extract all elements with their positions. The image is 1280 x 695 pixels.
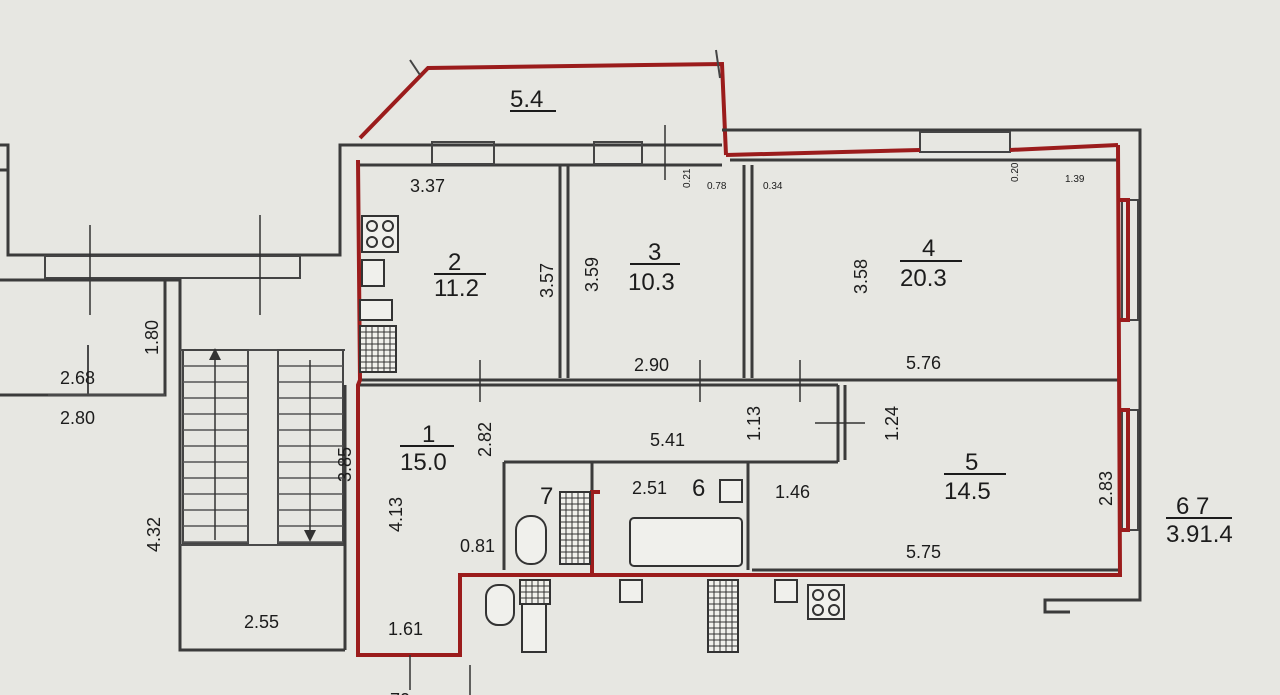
washbasin-icon: [619, 579, 643, 603]
dim-room1-side: 4.13: [386, 497, 406, 532]
stove-icon: [361, 215, 399, 253]
counter-icon: [359, 299, 393, 321]
room-6-number: 6: [692, 475, 705, 502]
dim-stair-w1: 2.68: [60, 368, 95, 388]
dim-entry-width: 1.61: [388, 619, 423, 639]
dim-room4-height: 3.58: [851, 259, 871, 294]
dim-room5-width: 5.75: [906, 542, 941, 562]
dim-room3-width: 2.90: [634, 355, 669, 375]
room-3-area: 10.3: [628, 269, 675, 296]
dim-stair-h1: 1.80: [142, 320, 162, 355]
grid-lines: [360, 326, 396, 372]
room-5-number: 5: [965, 449, 978, 476]
dim-wc-width: 0.81: [460, 536, 495, 556]
room-2-area: 11.2: [434, 275, 479, 302]
dim-small-c: 1.39: [1065, 174, 1085, 185]
dim-room2-width: 3.37: [410, 176, 445, 196]
toilet-icon: [515, 515, 547, 565]
apartment-boundary: [356, 144, 1123, 657]
dim-room2-height: 3.57: [537, 263, 557, 298]
room-2-number: 2: [448, 249, 461, 276]
room-3-number: 3: [648, 239, 661, 266]
dim-bath-width: 2.51: [632, 478, 667, 498]
summary-label: 6 7: [1176, 493, 1209, 520]
stove-icon: [807, 584, 845, 620]
room-5-area: 14.5: [944, 478, 991, 505]
dim-stair-bottom: 2.55: [244, 612, 279, 632]
sink-icon: [774, 579, 798, 603]
stair-block: [0, 143, 358, 652]
dim-room3-height: 3.59: [582, 257, 602, 292]
dim-room5-side: 1.46: [775, 482, 810, 502]
dim-stair-height: 3.85: [335, 447, 355, 482]
dim-room4-width: 5.76: [906, 353, 941, 373]
dim-room5-height: 2.83: [1096, 471, 1116, 506]
room-4-area: 20.3: [900, 265, 947, 292]
sink-icon: [361, 259, 385, 287]
dim-bottom-cut: 70: [390, 690, 410, 695]
grid-lines: [560, 492, 590, 564]
room-4-number: 4: [922, 235, 935, 262]
balcony-area: 5.4: [510, 86, 543, 113]
dimension-labels: 3.37 3.57 3.59 2.90 3.58 5.76 2.82 4.13 …: [60, 162, 1116, 695]
fixtures: [359, 215, 845, 695]
bathtub-icon: [629, 517, 743, 567]
dim-small-b: 0.34: [763, 181, 783, 192]
bathtub-icon: [521, 603, 547, 653]
room-labels: 2 11.2 3 10.3 4 20.3 1 15.0 5 14.5 7 6 6…: [400, 235, 1233, 548]
grid-lines: [708, 580, 738, 652]
dim-stair-w2: 2.80: [60, 408, 95, 428]
apartment-walls: [358, 125, 1142, 614]
room-1-area: 15.0: [400, 449, 447, 476]
dim-small-a: 0.78: [707, 181, 727, 192]
washbasin-icon: [719, 479, 743, 503]
summary-value: 3.91.4: [1166, 521, 1233, 548]
dim-stair-side: 4.32: [144, 517, 164, 552]
dim-small-d: 0.21: [682, 168, 693, 188]
dim-corridor-width: 1.13: [744, 406, 764, 441]
room-7-number: 7: [540, 483, 553, 510]
balcony: 5.4: [358, 49, 728, 156]
dim-small-e: 0.20: [1010, 162, 1021, 182]
dim-room5-top: 1.24: [882, 406, 902, 441]
dim-room1-height: 2.82: [475, 422, 495, 457]
room-1-number: 1: [422, 421, 435, 448]
grid-lines: [520, 580, 550, 604]
toilet-icon: [485, 584, 515, 626]
dim-corridor-length: 5.41: [650, 430, 685, 450]
